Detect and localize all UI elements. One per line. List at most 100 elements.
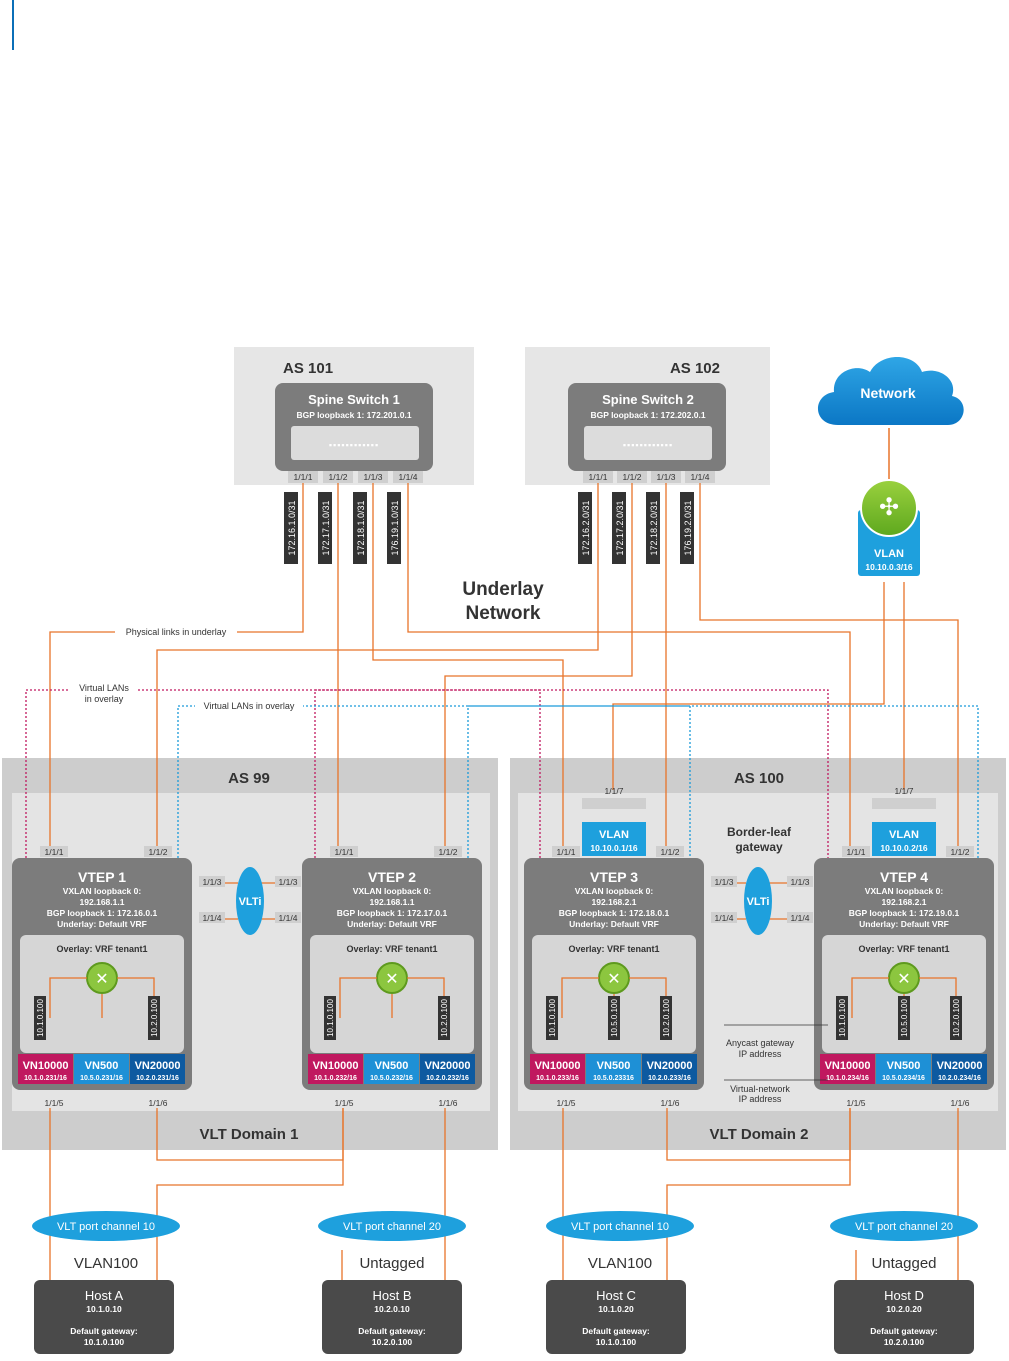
host-name: Host B [372, 1288, 411, 1303]
vn-box[interactable] [364, 1054, 419, 1084]
vlt-port-channel[interactable]: VLT port channel 20 [318, 1211, 466, 1241]
vrf-router-cross-icon: ✕ [607, 971, 620, 988]
vn-box[interactable] [18, 1054, 73, 1084]
gateway-label-bg [660, 996, 672, 1040]
vtep-name: VTEP 3 [590, 869, 638, 885]
port-label: 1/1/4 [715, 913, 734, 923]
network-cloud-label: Network [860, 385, 915, 401]
port-box [872, 798, 936, 809]
host-body [34, 1280, 174, 1354]
border-vlan-ip: 10.10.0.2/16 [880, 843, 928, 853]
spine-2-name: Spine Switch 2 [602, 392, 694, 407]
vlti-label: VLTi [239, 896, 262, 908]
spine-1-bgp: BGP loopback 1: 172.201.0.1 [296, 410, 411, 420]
vxlan-loopback-label: VXLAN loopback 0: [865, 886, 944, 896]
port-box [144, 846, 172, 857]
network-router[interactable]: ✣ VLAN 10.10.0.3/16 [858, 479, 920, 576]
vlt-domain-1-label: VLT Domain 1 [200, 1126, 299, 1143]
vlan-tag-label: VLAN100 [74, 1255, 138, 1272]
vrf-router-cross-icon: ✕ [385, 971, 398, 988]
border-vlan-ip: 10.10.0.1/16 [590, 843, 638, 853]
border-vlan-box[interactable] [582, 822, 646, 856]
vn-box[interactable] [308, 1054, 363, 1084]
port-box [40, 846, 68, 857]
network-cloud[interactable]: Network [817, 357, 964, 425]
link-label: 172.17.1.0/31 [321, 500, 331, 555]
port-label: 1/1/2 [439, 847, 458, 857]
spine-2-bgp: BGP loopback 1: 172.202.0.1 [590, 410, 705, 420]
gateway-label-bg [438, 996, 450, 1040]
router-vlan-label: VLAN [874, 548, 904, 560]
vn-name: VN10000 [825, 1060, 871, 1072]
bgp-loopback: BGP loopback 1: 172.17.0.1 [337, 908, 448, 918]
anycast-gateway-ip: 10.2.0.100 [440, 999, 449, 1037]
anycast-label-2: IP address [739, 1049, 782, 1059]
vrf-router-cross-icon: ✕ [897, 971, 910, 988]
spine-1-name: Spine Switch 1 [308, 392, 400, 407]
vlt-port-channel[interactable]: VLT port channel 10 [546, 1211, 694, 1241]
bgp-loopback: BGP loopback 1: 172.16.0.1 [47, 908, 158, 918]
vn-box[interactable] [420, 1054, 475, 1084]
port-channel-label: VLT port channel 10 [57, 1221, 155, 1233]
port-label: 1/1/5 [847, 1098, 866, 1108]
vlti-2[interactable]: VLTi [744, 867, 772, 935]
port-label: 1/1/1 [557, 847, 576, 857]
port-label: 1/1/5 [45, 1098, 64, 1108]
gateway-label-bg [148, 996, 160, 1040]
vn-box[interactable] [586, 1054, 641, 1084]
port-box [552, 846, 580, 857]
port-box [656, 846, 684, 857]
vxlan-loopback-ip: 192.168.1.1 [370, 897, 415, 907]
host-gateway-ip: 10.2.0.100 [884, 1337, 924, 1347]
vn-ip: 10.1.0.234/16 [826, 1075, 869, 1082]
gateway-label-bg [546, 996, 558, 1040]
host-gateway-label: Default gateway: [358, 1326, 426, 1336]
vlt-port-channel[interactable]: VLT port channel 10 [32, 1211, 180, 1241]
port-label: 1/1/3 [657, 472, 676, 482]
spine-switch-1[interactable]: Spine Switch 1 BGP loopback 1: 172.201.0… [275, 383, 433, 471]
vn-box[interactable] [820, 1054, 875, 1084]
underlay-vrf: Underlay: Default VRF [569, 919, 659, 929]
port-box [330, 846, 358, 857]
port-label: 1/1/4 [791, 913, 810, 923]
spine-link-labels: 172.16.1.0/31 172.17.1.0/31 172.18.1.0/3… [284, 492, 694, 564]
vn-box[interactable] [932, 1054, 987, 1084]
border-vlan-box[interactable] [872, 822, 936, 856]
port-label: 1/1/2 [661, 847, 680, 857]
port-label: 1/1/2 [951, 847, 970, 857]
vn-box[interactable] [130, 1054, 185, 1084]
anycast-gateway-ip: 10.1.0.100 [548, 999, 557, 1037]
vn-box[interactable] [642, 1054, 697, 1084]
vlti-1[interactable]: VLTi [236, 867, 264, 935]
port-label: 1/1/4 [399, 472, 418, 482]
vn-name: VN500 [887, 1060, 921, 1072]
vn-box[interactable] [74, 1054, 129, 1084]
port-channel-oval [32, 1211, 180, 1241]
link-label: 172.16.2.0/31 [581, 500, 591, 555]
gateway-label-bg [950, 996, 962, 1040]
port-box [787, 876, 813, 887]
spine-switch-2[interactable]: Spine Switch 2 BGP loopback 1: 172.202.0… [568, 383, 726, 471]
vn-ip: 10.5.0.232/16 [370, 1075, 413, 1082]
overlay-vrf: Overlay: VRF tenant1 [346, 944, 437, 954]
as-99-label: AS 99 [228, 770, 270, 787]
vlt-port-channel[interactable]: VLT port channel 20 [830, 1211, 978, 1241]
gateway-label-bg [324, 996, 336, 1040]
bgp-loopback: BGP loopback 1: 172.18.0.1 [559, 908, 670, 918]
vn-box[interactable] [876, 1054, 931, 1084]
port-box [275, 876, 301, 887]
spine-2-as: AS 102 [670, 360, 720, 377]
router-vlan-ip: 10.10.0.3/16 [865, 562, 913, 572]
spine-1-ports: 1/1/1 1/1/2 1/1/3 1/1/4 [288, 471, 423, 483]
port-label: 1/1/2 [623, 472, 642, 482]
vn-ip: 10.5.0.23316 [593, 1075, 634, 1082]
vn-box[interactable] [530, 1054, 585, 1084]
